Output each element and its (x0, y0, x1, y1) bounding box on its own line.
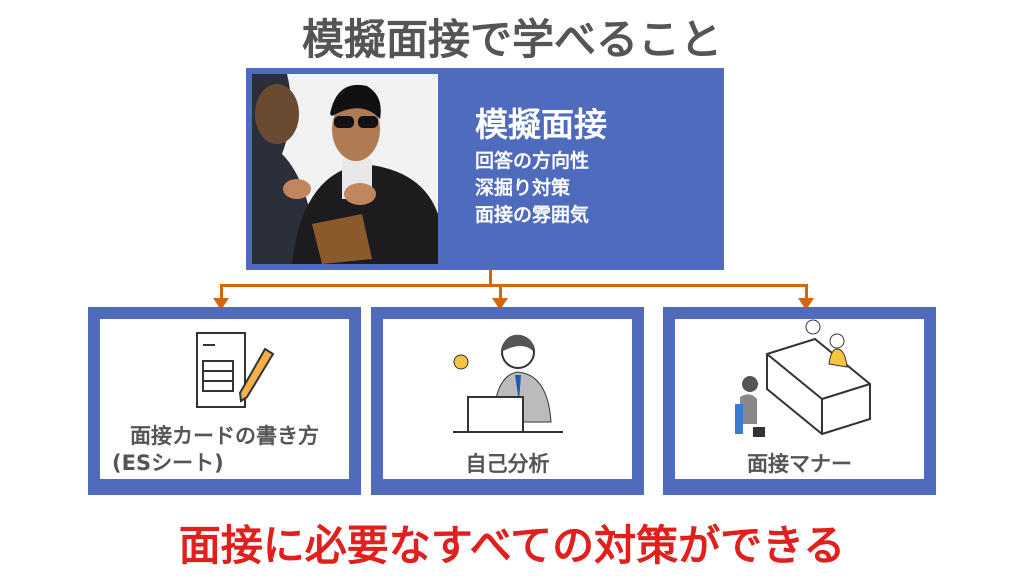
mock-interview-item: 回答の方向性 (475, 150, 590, 172)
mock-interview-item: 面接の雰囲気 (475, 204, 590, 226)
es-sheet-label: 面接カードの書き方 (130, 424, 319, 448)
connector-line (220, 284, 223, 300)
connector-line (220, 284, 808, 287)
interviewer-photo (252, 74, 438, 264)
mock-interview-item: 深掘り対策 (475, 177, 571, 199)
interview-scene-icon (735, 319, 871, 437)
conclusion-text: 面接に必要なすべての対策ができる (178, 521, 846, 570)
mock-interview-box: 模擬面接 回答の方向性 深掘り対策 面接の雰囲気 (246, 68, 724, 270)
mock-interview-heading: 模擬面接 (475, 105, 607, 144)
connector-line (805, 284, 808, 300)
interview-manners-label: 面接マナー (747, 452, 852, 476)
self-analysis-box: 自己分析 (371, 307, 644, 495)
connector-line (499, 284, 502, 300)
es-sheet-label-sub: (ESシート) (112, 451, 224, 475)
interview-manners-box: 面接マナー (663, 307, 936, 495)
page-title: 模擬面接で学べること (301, 15, 722, 64)
es-sheet-box: 面接カードの書き方 (ESシート) (88, 307, 361, 495)
document-pencil-icon (196, 332, 275, 408)
connector-line (489, 270, 492, 286)
self-analysis-label: 自己分析 (465, 452, 550, 476)
businessman-laptop-icon (453, 334, 563, 433)
